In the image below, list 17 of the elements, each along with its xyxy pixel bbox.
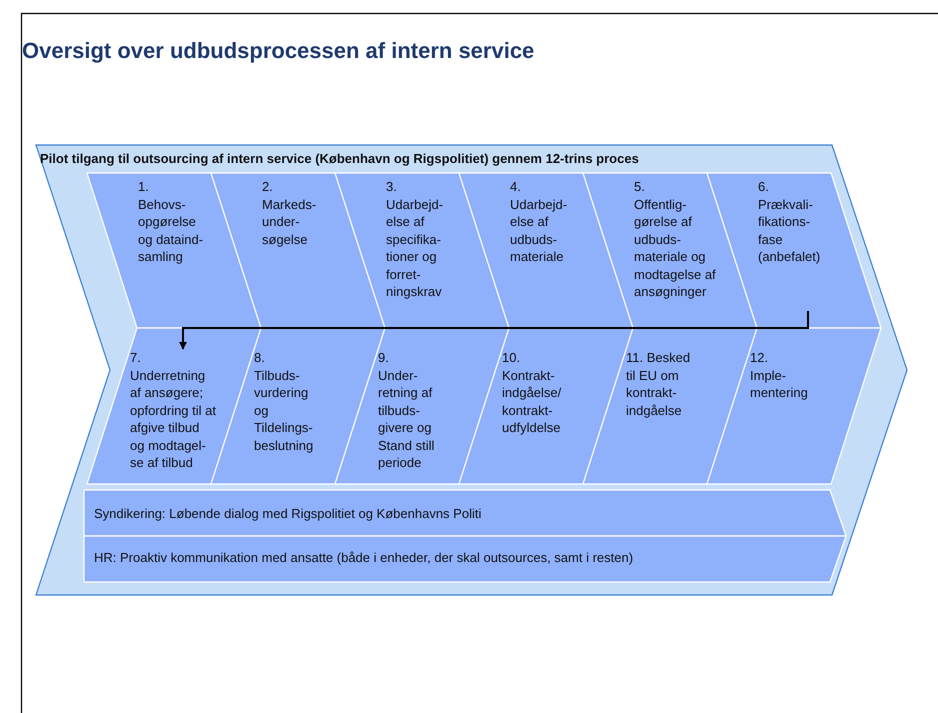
step-label: 9. Under- retning af tilbuds- givere og Stand still periode [378, 349, 436, 472]
step-label: 3. Udarbejd- else af specifika- tioner og forret- ningskrav [386, 178, 444, 300]
step-label: 12. Imple- mentering [750, 349, 809, 402]
arrow [179, 311, 809, 350]
slide-title: Oversigt over udbudsprocessen af intern service [22, 38, 534, 64]
band-text: Syndikering: Løbende dialog med Rigspolitiet og Københavns Politi [94, 505, 482, 522]
step-label: 6. Prækvali- fikations- fase (anbefalet) [758, 178, 822, 266]
step-label: 4. Udarbejd- else af udbuds- materiale [510, 178, 568, 266]
panel-heading: Pilot tilgang til outsourcing af intern service (København og Rigspolitiet) gennem 12-trins proces [40, 150, 640, 168]
step-label: 2. Markeds- under- søgelse [262, 178, 318, 248]
step-label: 5. Offentlig- gørelse af udbuds- materiale og modtagelse af ansøgninger [634, 178, 717, 300]
step-label: 8. Tilbuds- vurdering og Tildelings- beslutning [254, 349, 314, 454]
band-text: HR: Proaktiv kommunikation med ansatte (både i enheder, der skal outsources, samt i resten) [94, 549, 634, 566]
step-label: 7. Underretning af ansøgere; opfordring til at afgive tilbud og modtagel- se af tilbud [130, 349, 216, 472]
step-label: 10. Kontrakt- indgåelse/ kontrakt- udfyldelse [502, 349, 562, 436]
step-label: 1. Behovs- opgørelse og dataind- samling [138, 178, 204, 266]
step-label: 11. Besked til EU om kontrakt- indgåelse [626, 349, 692, 419]
